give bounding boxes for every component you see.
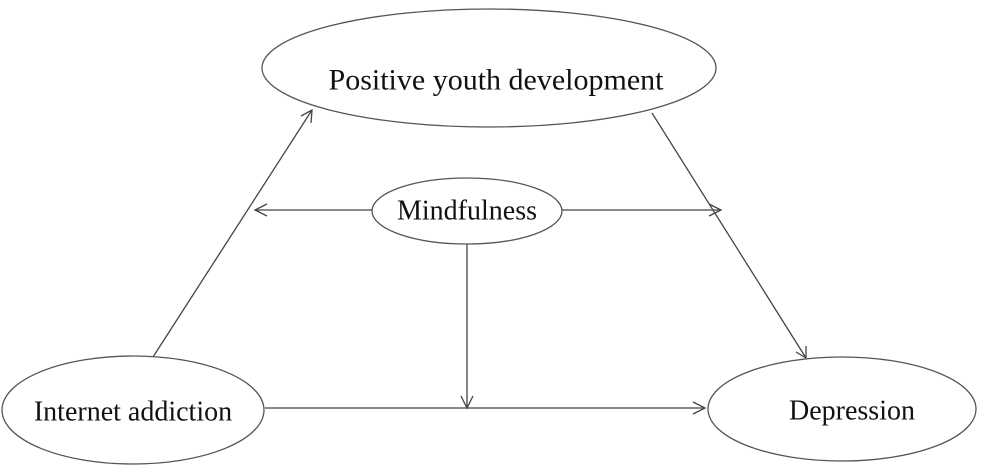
edge-pyd-to-depression xyxy=(651,112,807,359)
arrowhead-pyd-in xyxy=(300,108,313,124)
node-internet-addiction-ellipse xyxy=(1,355,265,465)
node-mindfulness: Mindfulness xyxy=(371,177,563,245)
node-depression-label: Depression xyxy=(789,396,915,427)
arrowhead-depression-from-pyd xyxy=(795,346,807,360)
node-internet-addiction: Internet addiction xyxy=(1,355,265,465)
node-depression-ellipse xyxy=(707,356,977,462)
arrowhead-right-path xyxy=(708,203,723,217)
node-pyd-label: Positive youth development xyxy=(329,64,665,97)
node-mindfulness-ellipse xyxy=(371,177,563,245)
node-internet-addiction-label: Internet addiction xyxy=(34,397,232,428)
node-mindfulness-label: Mindfulness xyxy=(397,196,537,227)
arrowhead-left-path xyxy=(253,203,268,217)
node-pyd-ellipse xyxy=(261,8,717,128)
edge-internet-addiction-to-pyd xyxy=(152,109,313,358)
arrowhead-bottom-path xyxy=(460,395,474,410)
node-positive-youth-development: Positive youth development xyxy=(261,8,717,128)
node-depression: Depression xyxy=(707,356,977,462)
edges xyxy=(152,108,807,415)
arrowhead-depression-from-ia xyxy=(692,401,707,415)
